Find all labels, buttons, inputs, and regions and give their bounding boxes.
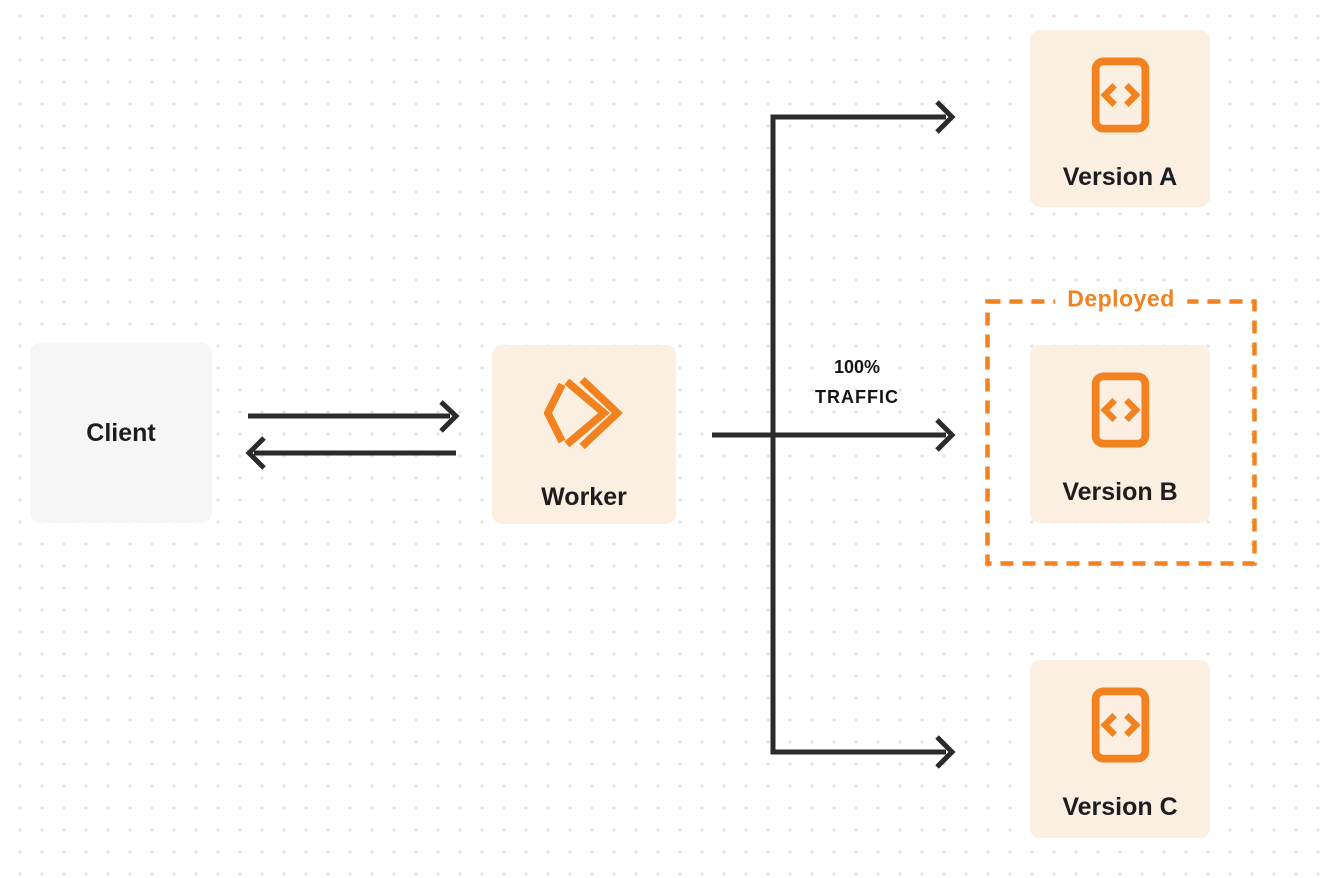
traffic-percent-text: 100%	[833, 357, 881, 377]
deployed-region: Deployed	[985, 285, 1257, 566]
client-node: Client	[30, 343, 212, 523]
version-a-node: Version A	[1030, 30, 1210, 207]
worker-label: Worker	[541, 483, 627, 511]
branch-elbow-lines	[770, 114, 946, 755]
code-file-icon	[1091, 687, 1150, 768]
workers-chevrons-icon	[543, 375, 624, 456]
code-file-icon	[1091, 372, 1150, 453]
branch-top-arrowhead-icon	[935, 100, 956, 134]
response-arrowhead-icon	[245, 436, 266, 470]
version-c-node: Version C	[1030, 660, 1210, 838]
traffic-annotation: 100% TRAFFIC	[787, 352, 927, 412]
code-file-icon	[1091, 57, 1150, 138]
version-c-label: Version C	[1062, 793, 1178, 821]
traffic-word-text: TRAFFIC	[815, 387, 899, 407]
version-b-label: Version B	[1062, 478, 1178, 506]
deployed-label: Deployed	[1055, 285, 1187, 313]
branch-middle-arrowhead-icon	[935, 418, 956, 452]
version-b-node: Version B	[1030, 345, 1210, 523]
request-arrowhead-icon	[439, 400, 460, 433]
branch-bottom-arrowhead-icon	[935, 735, 956, 769]
version-a-label: Version A	[1062, 163, 1178, 191]
client-label: Client	[86, 419, 156, 447]
worker-node: Worker	[492, 345, 676, 524]
